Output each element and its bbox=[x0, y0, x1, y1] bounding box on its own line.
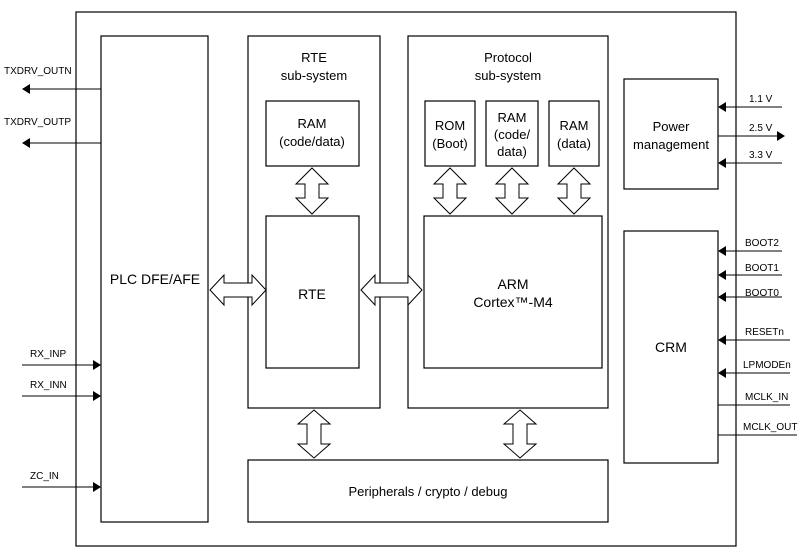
rom-bus-arrow bbox=[432, 167, 468, 215]
rx-inn-arrow bbox=[93, 391, 101, 401]
v33-arrow bbox=[718, 158, 726, 168]
v25-arrow bbox=[777, 131, 785, 141]
txdrv-outn-label: TXDRV_OUTN bbox=[4, 66, 72, 77]
v11-arrow bbox=[718, 102, 726, 112]
power-label-1: Power bbox=[653, 119, 691, 134]
peripherals-label: Peripherals / crypto / debug bbox=[349, 484, 508, 499]
rte-subsystem-title-1: RTE bbox=[301, 50, 327, 65]
arm-label-1: ARM bbox=[497, 276, 528, 292]
rte-peripherals-bus-arrow bbox=[296, 409, 332, 459]
protocol-peripherals-bus-arrow bbox=[502, 409, 538, 459]
arm-core-block bbox=[423, 215, 603, 369]
resetn-arrow bbox=[718, 335, 726, 345]
ram-code-bus-arrow bbox=[494, 167, 530, 215]
mclk-in-label: MCLK_IN bbox=[745, 392, 788, 403]
boot2-arrow bbox=[718, 246, 726, 256]
rom-label-1: ROM bbox=[435, 118, 465, 133]
ram-code-label-3: data) bbox=[497, 144, 527, 159]
protocol-subsystem-title-1: Protocol bbox=[484, 50, 532, 65]
crm-label: CRM bbox=[655, 339, 687, 355]
v11-label: 1.1 V bbox=[749, 94, 773, 105]
boot0-label: BOOT0 bbox=[745, 288, 779, 299]
rom-label-2: (Boot) bbox=[432, 136, 467, 151]
rte-subsystem-title-2: sub-system bbox=[281, 68, 347, 83]
rte-core-block bbox=[265, 215, 360, 369]
plc-label: PLC DFE/AFE bbox=[110, 271, 200, 287]
rte-arm-bus-arrow bbox=[360, 273, 423, 307]
mclk-out-label: MCLK_OUT bbox=[743, 422, 797, 433]
ram-data-label-1: RAM bbox=[560, 118, 589, 133]
plc-rte-bus-arrow bbox=[209, 273, 267, 307]
boot1-arrow bbox=[718, 270, 726, 280]
rte-ram-label-1: RAM bbox=[298, 116, 327, 131]
rx-inn-label: RX_INN bbox=[30, 380, 67, 391]
peripherals-block bbox=[247, 459, 609, 523]
ram-data-bus-arrow bbox=[556, 167, 592, 215]
rom-block bbox=[424, 100, 476, 167]
rx-inp-arrow bbox=[93, 360, 101, 370]
boot1-label: BOOT1 bbox=[745, 263, 779, 274]
rte-ram-bus-arrow bbox=[294, 167, 330, 215]
power-management-block bbox=[623, 78, 719, 190]
boot2-label: BOOT2 bbox=[745, 238, 779, 249]
arm-label-2: Cortex™-M4 bbox=[473, 294, 553, 310]
resetn-label: RESETn bbox=[745, 327, 784, 338]
zc-in-label: ZC_IN bbox=[30, 471, 59, 482]
plc-block bbox=[100, 35, 209, 523]
ram-code-label-2: (code/ bbox=[494, 127, 531, 142]
rx-inp-label: RX_INP bbox=[30, 349, 66, 360]
v33-label: 3.3 V bbox=[749, 150, 773, 161]
ram-data-block bbox=[548, 100, 600, 167]
txdrv-outp-arrow bbox=[22, 138, 30, 148]
lpmoden-label: LPMODEn bbox=[743, 360, 791, 371]
rte-ram-block bbox=[265, 100, 360, 167]
txdrv-outn-arrow bbox=[22, 84, 30, 94]
ram-code-label-1: RAM bbox=[498, 110, 527, 125]
power-label-2: management bbox=[633, 137, 709, 152]
boot0-arrow bbox=[718, 292, 726, 302]
crm-block bbox=[623, 230, 719, 464]
v25-label: 2.5 V bbox=[749, 123, 773, 134]
zc-in-arrow bbox=[93, 482, 101, 492]
lpmoden-arrow bbox=[718, 368, 726, 378]
rte-core-label: RTE bbox=[298, 286, 326, 302]
rte-ram-label-2: (code/data) bbox=[279, 134, 345, 149]
ram-code-block bbox=[485, 100, 539, 167]
protocol-subsystem-title-2: sub-system bbox=[475, 68, 541, 83]
ram-data-label-2: (data) bbox=[557, 136, 591, 151]
txdrv-outp-label: TXDRV_OUTP bbox=[4, 117, 71, 128]
